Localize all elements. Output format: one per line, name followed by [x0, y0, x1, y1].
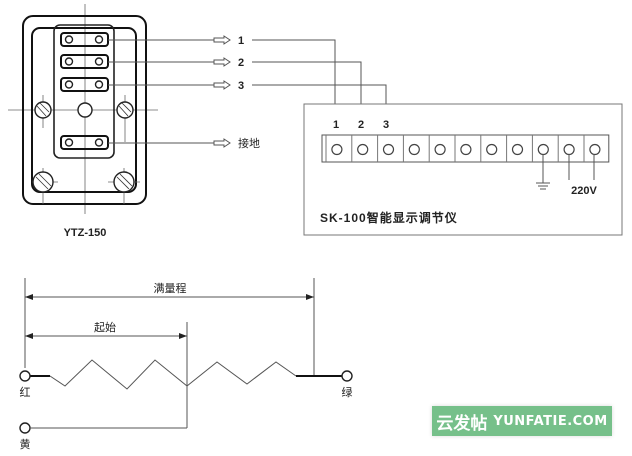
wire-3: [252, 84, 387, 104]
terminal-strip-1: [60, 32, 109, 47]
terminal-label-green: 绿: [342, 385, 353, 399]
output-label-1: 1: [238, 35, 244, 47]
center-hole: [77, 102, 93, 118]
terminal-label-1: 1: [333, 119, 339, 131]
arrow-icon: [213, 80, 231, 90]
watermark-cn: 云发帖: [436, 413, 488, 434]
controller-terminal: [377, 135, 395, 162]
arrow-icon: [213, 35, 231, 45]
mount-bolt-bottom-left: [32, 168, 58, 204]
sensor-outer-body: [22, 15, 147, 205]
ground-icon: [536, 154, 550, 190]
wire-2: [252, 61, 362, 104]
controller-sk100: 1 2 3 220V SK-100智能显示调节仪: [303, 103, 623, 236]
terminal-label-yellow: 黄: [20, 437, 31, 451]
terminal-strip-ground: [60, 135, 109, 150]
controller-terminal: [325, 135, 343, 162]
arrowhead-left-icon: [25, 294, 33, 300]
controller-terminal: [583, 135, 601, 162]
terminal-label-2: 2: [358, 119, 364, 131]
controller-terminal: [454, 135, 472, 162]
output-leaders: 1 2 3 接地: [108, 35, 387, 150]
controller-terminal: [351, 135, 369, 162]
full-scale-label: 满量程: [154, 282, 187, 295]
arrow-icon: [213, 57, 231, 67]
output-label-ground: 接地: [238, 137, 260, 150]
terminal-label-red: 红: [20, 386, 31, 399]
terminal-strip-2: [60, 54, 109, 69]
controller-terminal: [428, 135, 446, 162]
terminal-strip-3: [60, 77, 109, 92]
resistor-zigzag: [49, 359, 297, 390]
terminal-block-plate: [53, 24, 115, 159]
wire-1: [252, 39, 336, 104]
potentiometer: 满量程 起始 红 绿 黄: [19, 278, 353, 451]
watermark-en: YUNFATIE.COM: [493, 413, 608, 429]
output-label-3: 3: [238, 80, 244, 92]
terminal-row: [321, 134, 610, 163]
start-label: 起始: [94, 320, 116, 334]
sensor-model-label: YTZ-150: [64, 227, 107, 239]
sensor-inner-body: [31, 27, 137, 193]
controller-terminal: [506, 135, 524, 162]
arrowhead-left-icon: [25, 333, 33, 339]
sensor-ytz150: YTZ-150: [8, 4, 158, 239]
arrow-icon: [213, 138, 231, 148]
controller-terminal: [402, 135, 420, 162]
mount-bolt-right: [116, 95, 134, 142]
terminal-label-3: 3: [383, 119, 389, 131]
output-label-2: 2: [238, 57, 244, 69]
power-label: 220V: [571, 185, 597, 197]
arrowhead-right-icon: [179, 333, 187, 339]
controller-title: SK-100智能显示调节仪: [320, 210, 458, 225]
mount-bolt-bottom-right: [108, 168, 140, 204]
arrowhead-right-icon: [306, 294, 314, 300]
mount-bolt-left: [34, 95, 52, 128]
terminal-red: [19, 370, 31, 382]
terminal-yellow: [19, 422, 31, 434]
terminal-green: [341, 370, 353, 382]
watermark: 云发帖 YUNFATIE.COM: [432, 406, 612, 436]
controller-terminal: [480, 135, 498, 162]
